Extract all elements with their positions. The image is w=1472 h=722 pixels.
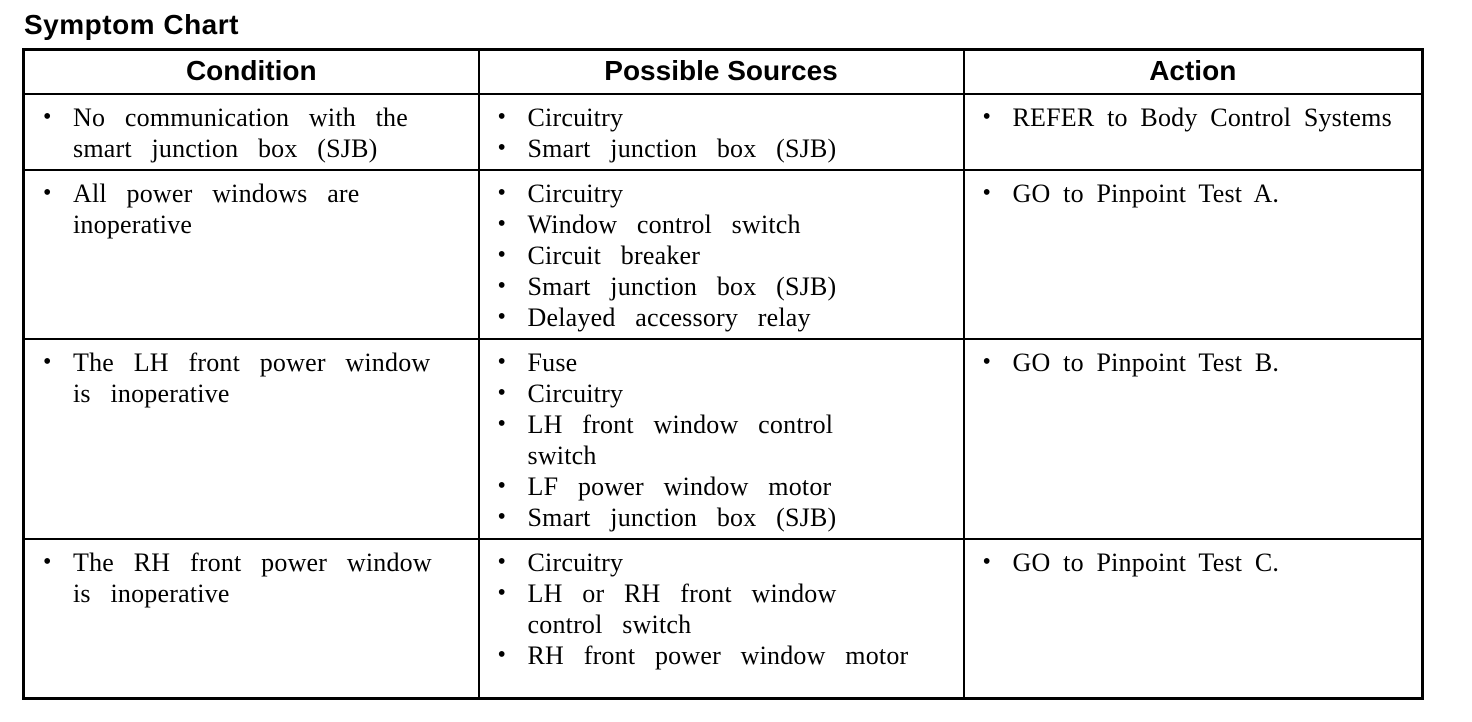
bullet-list: GO to Pinpoint Test A. xyxy=(965,178,1422,209)
bullet-item: Fuse xyxy=(480,347,963,378)
symptom-table: Condition Possible Sources Action No com… xyxy=(22,48,1424,700)
bullet-list: FuseCircuitryLH front window control swi… xyxy=(480,347,963,533)
bullet-item: Delayed accessory relay xyxy=(480,302,963,333)
bullet-list: CircuitryWindow control switchCircuit br… xyxy=(480,178,963,333)
bullet-list: The LH front power window is inoperative xyxy=(25,347,478,409)
header-possible-sources: Possible Sources xyxy=(477,48,965,95)
bullet-item: RH front power window motor xyxy=(480,640,963,671)
page-title: Symptom Chart xyxy=(24,9,239,40)
bullet-list: No communication with the smart junction… xyxy=(25,102,478,164)
header-condition: Condition xyxy=(22,48,480,95)
table-row: The LH front power window is inoperative… xyxy=(22,337,1424,540)
bullet-item: LF power window motor xyxy=(480,471,963,502)
bullet-item: GO to Pinpoint Test A. xyxy=(965,178,1422,209)
action-cell: REFER to Body Control Systems xyxy=(962,92,1424,171)
bullet-list: GO to Pinpoint Test B. xyxy=(965,347,1422,378)
bullet-list: GO to Pinpoint Test C. xyxy=(965,547,1422,578)
header-action: Action xyxy=(962,48,1424,95)
condition-cell: All power windows are inoperative xyxy=(22,168,480,340)
bullet-list: REFER to Body Control Systems xyxy=(965,102,1422,133)
table-row: All power windows are inoperativeCircuit… xyxy=(22,168,1424,340)
bullet-item: Circuitry xyxy=(480,378,963,409)
bullet-item: Smart junction box (SJB) xyxy=(480,502,963,533)
header-row: Condition Possible Sources Action xyxy=(22,48,1424,95)
bullet-item: The LH front power window is inoperative xyxy=(25,347,478,409)
bullet-item: All power windows are inoperative xyxy=(25,178,478,240)
condition-cell: The RH front power window is inoperative xyxy=(22,537,480,700)
bullet-item: Circuitry xyxy=(480,547,963,578)
symptom-table-body: No communication with the smart junction… xyxy=(22,92,1424,700)
bullet-item: GO to Pinpoint Test B. xyxy=(965,347,1422,378)
sources-cell: FuseCircuitryLH front window control swi… xyxy=(477,337,965,540)
bullet-item: Circuitry xyxy=(480,178,963,209)
action-cell: GO to Pinpoint Test A. xyxy=(962,168,1424,340)
bullet-item: The RH front power window is inoperative xyxy=(25,547,478,609)
sources-cell: CircuitryLH or RH front window control s… xyxy=(477,537,965,700)
sources-cell: CircuitrySmart junction box (SJB) xyxy=(477,92,965,171)
action-cell: GO to Pinpoint Test C. xyxy=(962,537,1424,700)
bullet-item: LH or RH front window control switch xyxy=(480,578,963,640)
table-row: No communication with the smart junction… xyxy=(22,92,1424,171)
bullet-item: LH front window control switch xyxy=(480,409,963,471)
sources-cell: CircuitryWindow control switchCircuit br… xyxy=(477,168,965,340)
bullet-item: Window control switch xyxy=(480,209,963,240)
bullet-item: Smart junction box (SJB) xyxy=(480,271,963,302)
bullet-item: REFER to Body Control Systems xyxy=(965,102,1422,133)
bullet-item: No communication with the smart junction… xyxy=(25,102,478,164)
bullet-list: CircuitrySmart junction box (SJB) xyxy=(480,102,963,164)
bullet-list: All power windows are inoperative xyxy=(25,178,478,240)
bullet-item: Circuit breaker xyxy=(480,240,963,271)
bullet-list: The RH front power window is inoperative xyxy=(25,547,478,609)
bullet-item: Circuitry xyxy=(480,102,963,133)
bullet-item: Smart junction box (SJB) xyxy=(480,133,963,164)
bullet-item: GO to Pinpoint Test C. xyxy=(965,547,1422,578)
condition-cell: The LH front power window is inoperative xyxy=(22,337,480,540)
condition-cell: No communication with the smart junction… xyxy=(22,92,480,171)
table-row: The RH front power window is inoperative… xyxy=(22,537,1424,700)
action-cell: GO to Pinpoint Test B. xyxy=(962,337,1424,540)
bullet-list: CircuitryLH or RH front window control s… xyxy=(480,547,963,671)
